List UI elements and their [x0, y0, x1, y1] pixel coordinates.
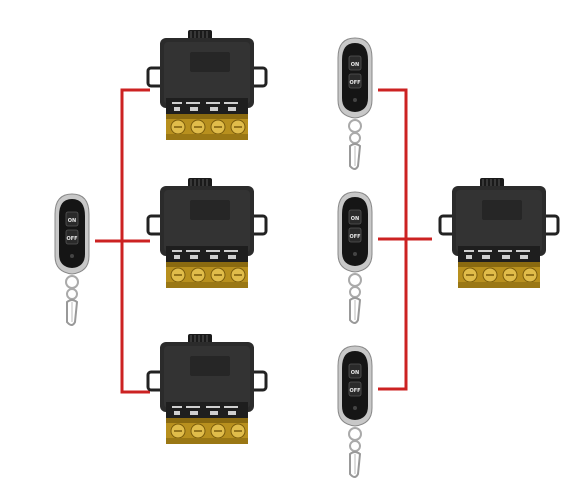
remote-off-label: OFF [349, 388, 360, 394]
receiver-left-bottom [146, 332, 268, 446]
remote-off-label: OFF [66, 236, 77, 242]
right-group: ON OFF ON OFF ON OFF [337, 37, 560, 478]
remote-off-label: OFF [349, 80, 360, 86]
remote-on-label: ON [351, 216, 359, 222]
remote-right-bottom: ON OFF [337, 345, 373, 478]
remote-on-label: ON [351, 370, 359, 376]
receiver-left-top [146, 28, 268, 142]
left-connector-lines [95, 88, 150, 394]
remote-on-label: ON [351, 62, 359, 68]
remote-right-top: ON OFF [337, 37, 373, 170]
remote-on-label: ON [68, 218, 76, 224]
receiver-right [438, 176, 560, 290]
remote-off-label: OFF [349, 234, 360, 240]
left-group: ON OFF [54, 28, 268, 446]
remote-left: ON OFF [54, 193, 90, 326]
remote-right-middle: ON OFF [337, 191, 373, 324]
receiver-left-middle [146, 176, 268, 290]
right-connector-lines [378, 88, 432, 391]
